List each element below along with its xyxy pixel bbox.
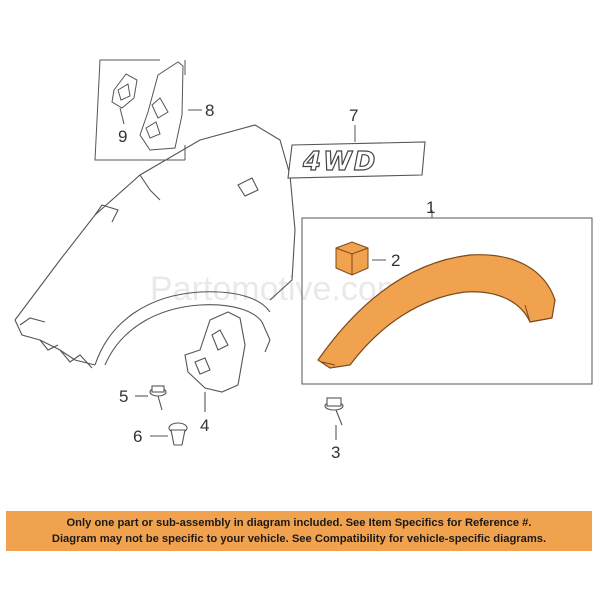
disclaimer-banner: Only one part or sub-assembly in diagram… [6,511,592,551]
callout-5: 5 [119,387,128,406]
box-part-1 [301,210,593,385]
part-5-screw [135,385,167,411]
box-part-8-9 [94,59,202,161]
fender-line-art [14,124,296,369]
callout-2: 2 [391,251,400,270]
callout-6: 6 [133,427,142,446]
part-7-emblem: 4WD [287,125,426,179]
callout-9: 9 [118,127,127,146]
callout-3: 3 [331,443,340,462]
part-1-wheel-arch-molding [317,254,556,369]
callout-7: 7 [349,106,358,125]
callout-1: 1 [426,198,435,217]
part-6-clip [150,422,188,446]
disclaimer-line-2: Diagram may not be specific to your vehi… [51,533,547,545]
disclaimer-line-1: Only one part or sub-assembly in diagram… [66,517,532,529]
callout-8: 8 [205,101,214,120]
watermark-text: Partomotive.com [150,270,405,308]
emblem-label: 4WD [302,147,377,177]
part-2-clip [335,241,386,276]
callout-4: 4 [200,416,209,435]
part-3-screw [324,397,344,440]
part-4-splash-shield [184,311,246,412]
